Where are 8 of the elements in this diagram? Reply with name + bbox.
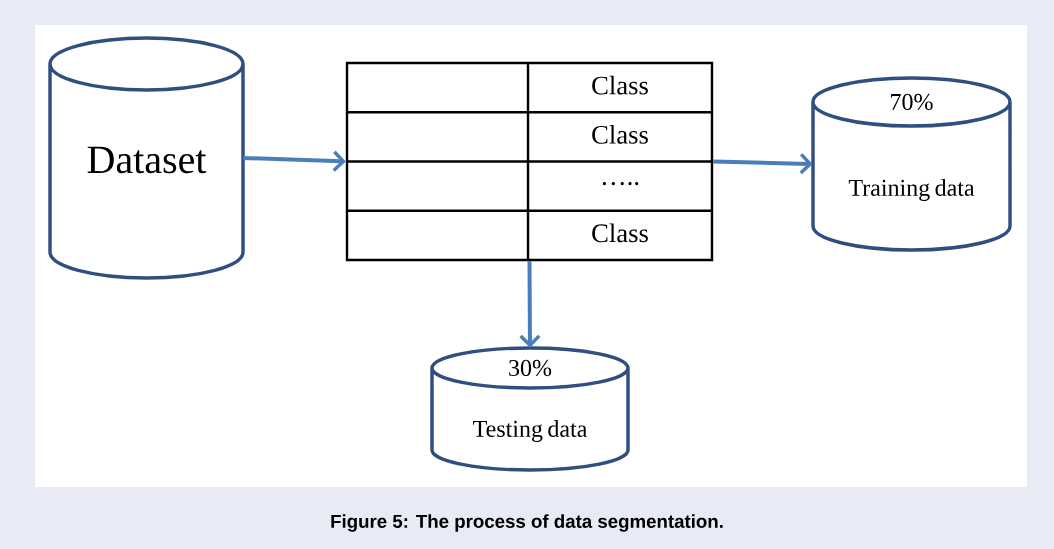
arrow — [519, 261, 541, 348]
arrow — [243, 150, 346, 172]
cylinder: Dataset — [48, 36, 245, 280]
table: Class Class ….. Class — [345, 61, 714, 262]
arrow — [713, 153, 813, 175]
cylinder: 30% Testing data — [430, 346, 630, 472]
caption: Figure 5: The process of data segmentation. — [331, 514, 723, 532]
cylinder: 70% Training data — [811, 76, 1012, 252]
